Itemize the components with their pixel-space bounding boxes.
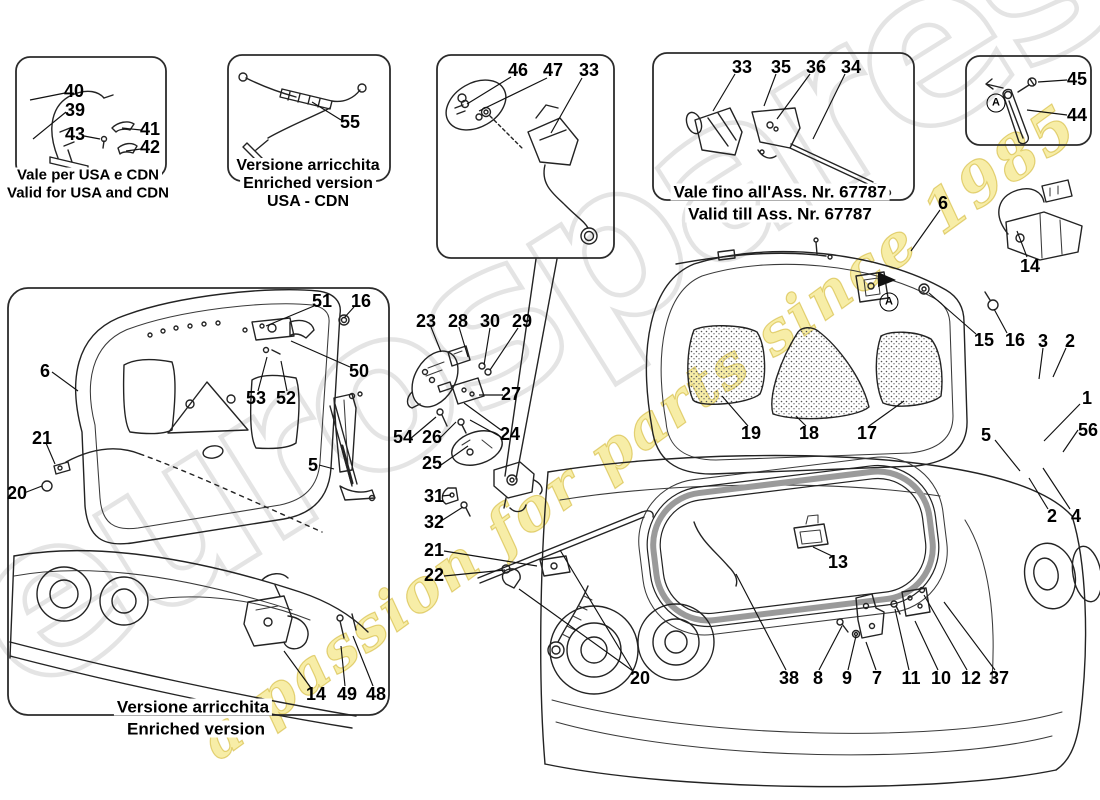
part-callout-44[interactable]: 44 [1066,105,1088,125]
part-callout-36[interactable]: 36 [805,57,827,77]
part-callout-22[interactable]: 22 [423,565,445,585]
part-callout-51[interactable]: 51 [311,291,333,311]
part-callout-46[interactable]: 46 [507,60,529,80]
part-callout-4[interactable]: 4 [1070,506,1082,526]
part-callout-5[interactable]: 5 [980,425,992,445]
part-callout-16[interactable]: 16 [350,291,372,311]
part-callout-23[interactable]: 23 [415,311,437,331]
view-marker-A: A [986,93,1006,113]
part-callout-25[interactable]: 25 [421,453,443,473]
part-callout-54[interactable]: 54 [392,427,414,447]
part-callout-8[interactable]: 8 [812,668,824,688]
part-callout-6[interactable]: 6 [39,361,51,381]
part-callout-55[interactable]: 55 [339,112,361,132]
part-callout-14[interactable]: 14 [1019,256,1041,276]
panel-till-assembly-art [685,107,892,197]
part-callout-15[interactable]: 15 [973,330,995,350]
part-callout-7[interactable]: 7 [871,668,883,688]
part-callout-11[interactable]: 11 [901,668,921,688]
part-callout-41[interactable]: 41 [139,119,161,139]
part-callout-26[interactable]: 26 [421,427,443,447]
part-callout-30[interactable]: 30 [479,311,501,331]
part-callout-13[interactable]: 13 [827,552,849,572]
part-callout-21[interactable]: 21 [31,428,53,448]
part-callout-20[interactable]: 20 [6,483,28,503]
part-callout-16[interactable]: 16 [1004,330,1026,350]
part-callout-17[interactable]: 17 [856,423,878,443]
flap-lock-parts-art [406,258,558,517]
part-callout-2[interactable]: 2 [1064,331,1076,351]
part-callout-21[interactable]: 21 [423,540,445,560]
part-callout-27[interactable]: 27 [500,384,522,404]
caption-enriched-bottom-en: Enriched version [124,720,268,738]
part-callout-42[interactable]: 42 [139,137,161,157]
part-callout-19[interactable]: 19 [740,423,762,443]
caption-usa-cdn-it: Vale per USA e CDN [14,167,162,183]
part-callout-29[interactable]: 29 [511,311,533,331]
panel-usa-cdn-art [49,90,138,173]
part-callout-6[interactable]: 6 [937,193,949,213]
part-callout-45[interactable]: 45 [1066,69,1088,89]
part-callout-38[interactable]: 38 [778,668,800,688]
part-callout-39[interactable]: 39 [64,100,86,120]
part-callout-1[interactable]: 1 [1081,388,1093,408]
part-callout-10[interactable]: 10 [930,668,952,688]
panel-view-a-art [985,77,1037,145]
caption-till-assembly-en: Valid till Ass. Nr. 67787 [685,205,875,223]
part-callout-35[interactable]: 35 [770,57,792,77]
part-callout-43[interactable]: 43 [64,124,86,144]
part-callout-37[interactable]: 37 [988,668,1010,688]
part-callout-14[interactable]: 14 [305,684,327,704]
caption-enriched-bottom-it: Versione arricchita [113,698,273,716]
part-callout-32[interactable]: 32 [423,512,445,532]
part-callout-53[interactable]: 53 [245,388,267,408]
part-callout-5[interactable]: 5 [307,455,319,475]
part-callout-24[interactable]: 24 [499,424,521,444]
leader-lines [23,73,1081,689]
part-callout-52[interactable]: 52 [275,388,297,408]
part-callout-2[interactable]: 2 [1046,506,1058,526]
caption-till-assembly-it: Vale fino all'Ass. Nr. 67787 [670,183,890,201]
part-callout-34[interactable]: 34 [840,57,862,77]
part-callout-56[interactable]: 56 [1077,420,1099,440]
panel-enriched-cable-art [238,72,367,166]
part-callout-40[interactable]: 40 [63,81,85,101]
part-callout-33[interactable]: 33 [731,57,753,77]
caption-enriched-cable-it: Versione arricchita [233,158,383,174]
part-callout-50[interactable]: 50 [348,361,370,381]
part-callout-31[interactable]: 31 [423,486,445,506]
part-callout-28[interactable]: 28 [447,311,469,331]
part-callout-12[interactable]: 12 [960,668,982,688]
part-callout-9[interactable]: 9 [841,668,853,688]
view-marker-A: A [879,292,899,312]
caption-usa-cdn-en: Valid for USA and CDN [4,185,172,201]
part-callout-18[interactable]: 18 [798,423,820,443]
left-trunk-lid-art [9,288,376,729]
part-callout-20[interactable]: 20 [629,668,651,688]
part-callout-47[interactable]: 47 [542,60,564,80]
part-callout-3[interactable]: 3 [1037,331,1049,351]
part-callout-33[interactable]: 33 [578,60,600,80]
caption-enriched-cable-usa-cdn: USA - CDN [263,194,353,210]
part-callout-48[interactable]: 48 [365,684,387,704]
part-callout-49[interactable]: 49 [336,684,358,704]
caption-enriched-cable-en: Enriched version [240,176,376,192]
